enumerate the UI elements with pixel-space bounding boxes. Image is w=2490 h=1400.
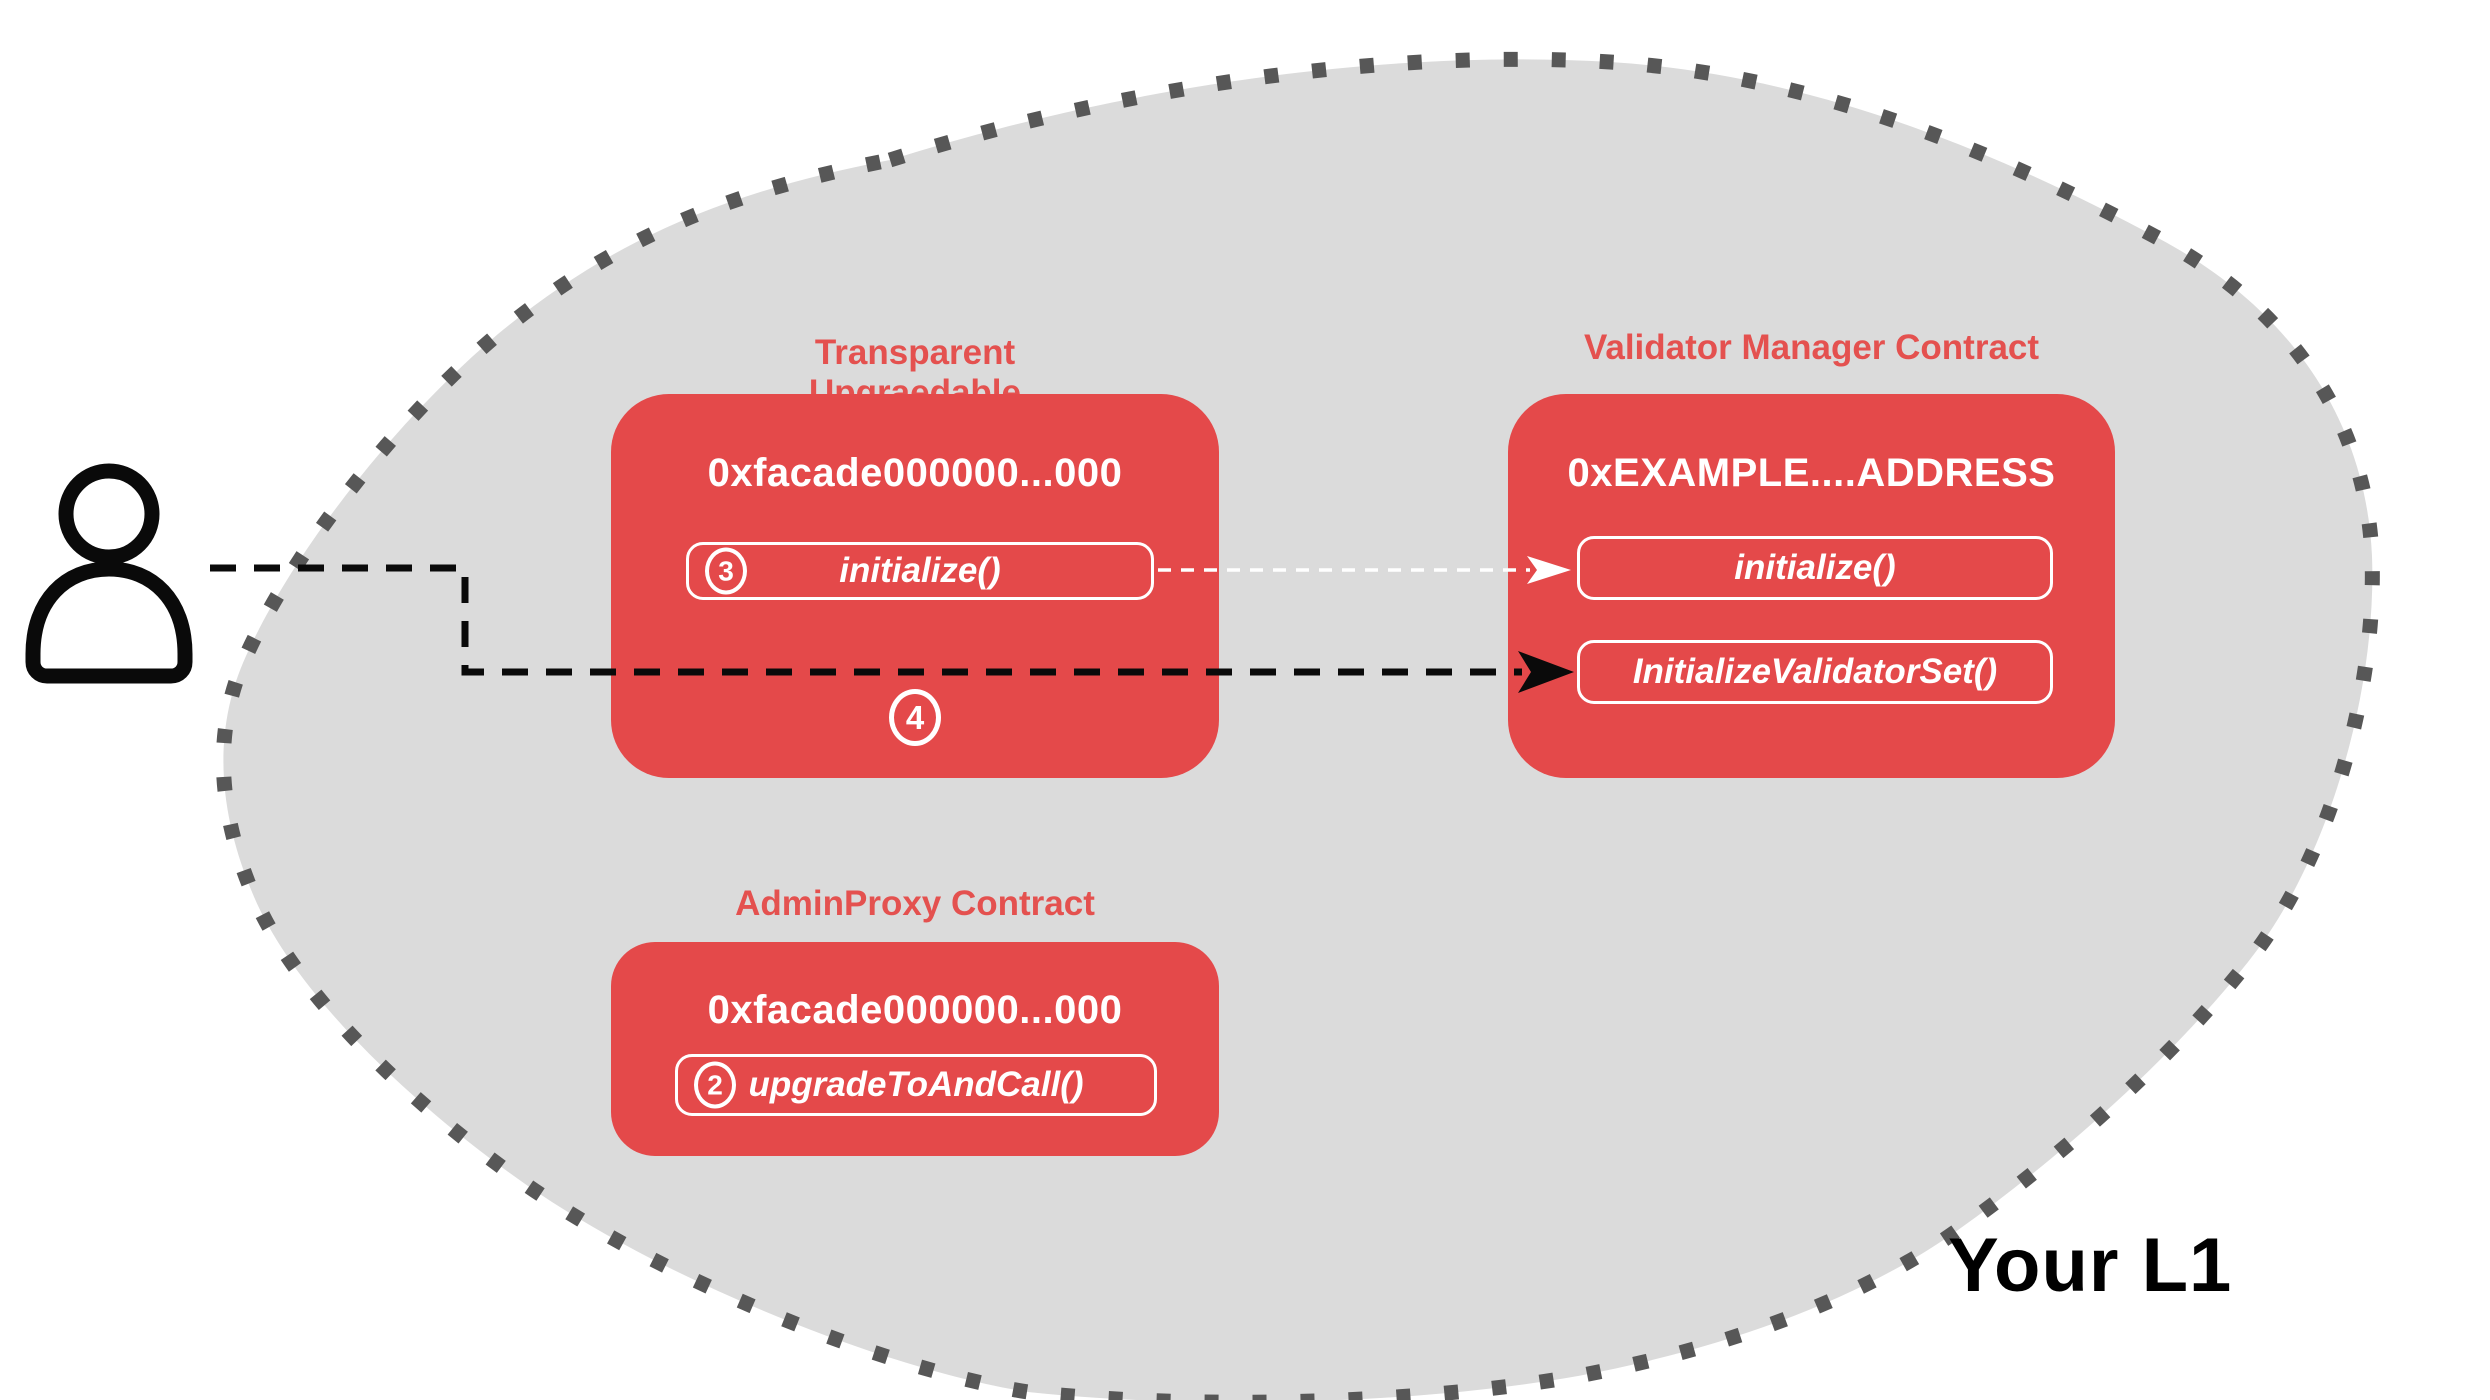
validator-initialize-button[interactable]: initialize() <box>1577 536 2053 600</box>
step-4-badge: 4 <box>889 689 941 746</box>
your-l1-label: Your L1 <box>1948 1223 2233 1308</box>
validator-contract-title: Validator Manager Contract <box>1583 328 2040 367</box>
proxy-title-word1: Transparent <box>814 333 1016 372</box>
admin-proxy-address: 0xfacade000000...000 <box>707 988 1123 1032</box>
proxy-contract-box: 0xfacade000000...000 3 initialize() 4 <box>611 394 1219 778</box>
admin-proxy-title: AdminProxy Contract <box>735 884 1095 923</box>
user-icon <box>25 463 193 684</box>
validator-address: 0xEXAMPLE....ADDRESS <box>1567 451 2056 495</box>
validator-initialize-label: initialize() <box>1734 548 1896 587</box>
validator-initialize-validator-set-button[interactable]: InitializeValidatorSet() <box>1577 640 2053 704</box>
step-2-badge: 2 <box>694 1061 736 1109</box>
proxy-initialize-button[interactable]: 3 initialize() <box>686 542 1154 600</box>
validator-contract-box: 0xEXAMPLE....ADDRESS initialize() Initia… <box>1508 394 2115 778</box>
validator-initialize-validator-set-label: InitializeValidatorSet() <box>1632 652 1998 691</box>
proxy-address: 0xfacade000000...000 <box>707 451 1123 495</box>
admin-upgrade-to-and-call-button[interactable]: 2 upgradeToAndCall() <box>675 1054 1157 1116</box>
proxy-initialize-label: initialize() <box>839 551 1001 590</box>
admin-upgrade-to-and-call-label: upgradeToAndCall() <box>748 1065 1084 1104</box>
admin-proxy-box: 0xfacade000000...000 2 upgradeToAndCall(… <box>611 942 1219 1156</box>
